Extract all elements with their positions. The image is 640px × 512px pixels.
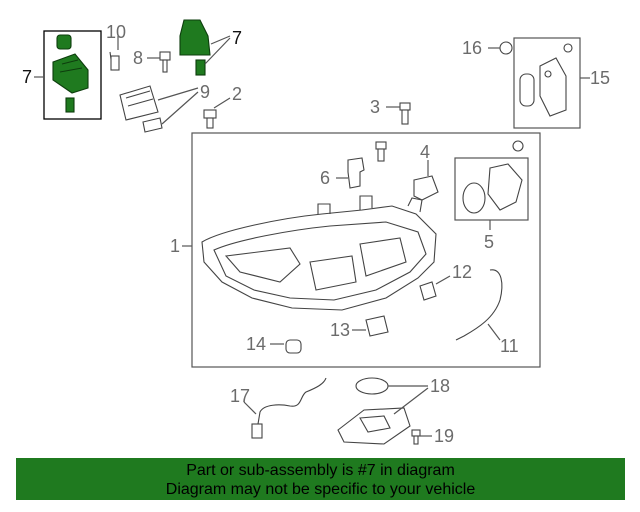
callout-12: 12 — [452, 262, 472, 282]
info-banner: Part or sub-assembly is #7 in diagram Di… — [16, 458, 625, 500]
headlamp-lens-left — [224, 247, 301, 283]
headlamp-housing — [201, 205, 437, 311]
callout-17: 17 — [230, 386, 250, 406]
callout-15: 15 — [590, 68, 610, 88]
part-17-wire — [257, 377, 327, 425]
part-12-clip — [419, 281, 437, 301]
part-7-left-group[interactable]: 7 — [22, 30, 102, 120]
part-7-bracket — [52, 53, 89, 94]
part-17-connector — [251, 423, 263, 439]
callout-7-top: 7 — [232, 28, 242, 48]
part-18-group[interactable]: 18 — [337, 376, 450, 445]
part-3-group[interactable]: 3 — [370, 97, 411, 125]
part-6-group[interactable]: 6 — [320, 157, 365, 189]
callout-19: 19 — [434, 426, 454, 446]
banner-line-2: Diagram may not be specific to your vehi… — [165, 481, 476, 498]
part-13-clip — [365, 315, 389, 337]
part-8-group[interactable]: 8 — [133, 48, 171, 73]
part-13-group[interactable]: 13 — [330, 315, 389, 340]
part-12-group[interactable]: 12 — [419, 262, 472, 301]
part-4-group[interactable]: 4 — [413, 142, 439, 201]
part-15-seal — [519, 73, 535, 107]
headlamp-lens-right — [359, 237, 407, 277]
callout-5: 5 — [484, 232, 494, 252]
part-7-box — [43, 30, 102, 120]
callout-9: 9 — [200, 82, 210, 102]
part-14-group[interactable]: 14 — [246, 334, 302, 354]
part-10-bolt — [110, 55, 120, 71]
part-19-bolt — [413, 435, 419, 445]
part-9-group[interactable]: 9 — [119, 82, 210, 133]
callout-10: 10 — [106, 22, 126, 42]
callout-1: 1 — [170, 236, 180, 256]
part-15-module — [539, 57, 567, 117]
callout-18: 18 — [430, 376, 450, 396]
part-5-box — [454, 157, 529, 221]
part-2-bolt — [206, 117, 214, 129]
part-2-group[interactable]: 2 — [203, 84, 242, 129]
part-7-screw-top — [195, 59, 206, 76]
part-15-box — [513, 37, 581, 129]
part-7-nut — [56, 34, 72, 50]
part-16-cap — [499, 41, 513, 55]
callout-13: 13 — [330, 320, 350, 340]
part-7-bracket-top — [179, 19, 211, 56]
banner-line-1: Part or sub-assembly is #7 in diagram — [186, 462, 455, 479]
part-9-gasket — [142, 117, 163, 133]
part-5-cap — [487, 163, 523, 211]
part-5-group[interactable]: 5 — [454, 140, 529, 252]
assembly-box — [191, 132, 541, 368]
part-4-bulb — [413, 175, 439, 201]
headlamp-assembly-group[interactable]: 1 — [170, 132, 541, 368]
callout-7-left: 7 — [22, 67, 32, 87]
part-14-grommet — [285, 339, 302, 354]
part-16-group[interactable]: 16 — [462, 38, 513, 58]
part-6-socket — [347, 157, 365, 189]
part-8-bolt — [162, 59, 168, 73]
part-18-ballast — [337, 407, 411, 445]
callout-2: 2 — [232, 84, 242, 104]
callout-14: 14 — [246, 334, 266, 354]
callout-4: 4 — [420, 142, 430, 162]
part-18-ring — [355, 377, 389, 395]
part-15-group[interactable]: 15 — [513, 37, 610, 129]
part-7-top-group[interactable]: 7 — [179, 19, 242, 76]
part-17-group[interactable]: 17 — [230, 377, 327, 439]
part-19-group[interactable]: 19 — [411, 426, 454, 446]
callout-16: 16 — [462, 38, 482, 58]
part-7-screw — [65, 97, 75, 113]
callout-8: 8 — [133, 48, 143, 68]
headlamp-lens-center — [309, 255, 357, 291]
part-3-bolt — [401, 109, 409, 125]
callout-6: 6 — [320, 168, 330, 188]
part-10-group[interactable]: 10 — [106, 22, 126, 71]
callout-11: 11 — [500, 336, 519, 356]
callout-3: 3 — [370, 97, 380, 117]
part-5-ring — [462, 182, 486, 214]
part-11-cable — [455, 269, 503, 341]
part-11-group[interactable]: 11 — [455, 269, 519, 356]
assembly-bolt — [375, 141, 387, 162]
